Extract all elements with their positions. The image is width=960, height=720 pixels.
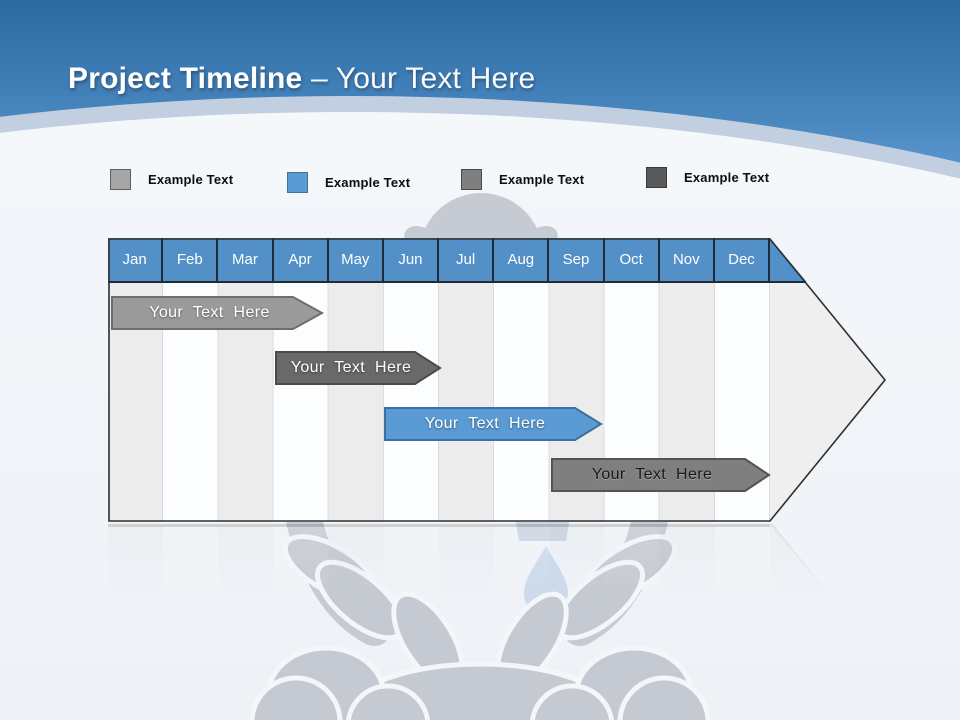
slide-title-placeholder: – Your Text Here [310,62,536,95]
gantt-bar-3-label[interactable]: Your Text Here [424,415,546,432]
gantt-bar-1-label[interactable]: Your Text Here [149,304,270,321]
legend-label[interactable]: Example Text [499,172,585,187]
legend-swatch-gray [110,169,131,190]
legend-swatch-dark-gray [646,167,667,188]
slide-title[interactable]: Project Timeline – Your Text Here [68,62,535,96]
legend-item-2[interactable]: Example Text [287,172,410,193]
gantt-timeline-chart: Jan Feb Mar Apr May Jun Jul Aug Sep Oct … [108,238,886,522]
legend-label[interactable]: Example Text [684,170,770,185]
gantt-bar-2-label[interactable]: Your Text Here [290,359,412,376]
legend-item-3[interactable]: Example Text [461,169,584,190]
legend-swatch-medium-gray [461,169,482,190]
gantt-bars [111,296,771,492]
gantt-bar-4-label[interactable]: Your Text Here [591,466,713,483]
tap-spout [515,516,570,541]
legend-item-4[interactable]: Example Text [646,167,769,188]
legend-label[interactable]: Example Text [148,172,234,187]
slide-title-main: Project Timeline [68,62,303,95]
chart-reflection [108,523,888,616]
legend-swatch-blue [287,172,308,193]
legend-item-1[interactable]: Example Text [110,169,233,190]
silhouette-hands [249,534,711,720]
legend-label[interactable]: Example Text [325,175,411,190]
